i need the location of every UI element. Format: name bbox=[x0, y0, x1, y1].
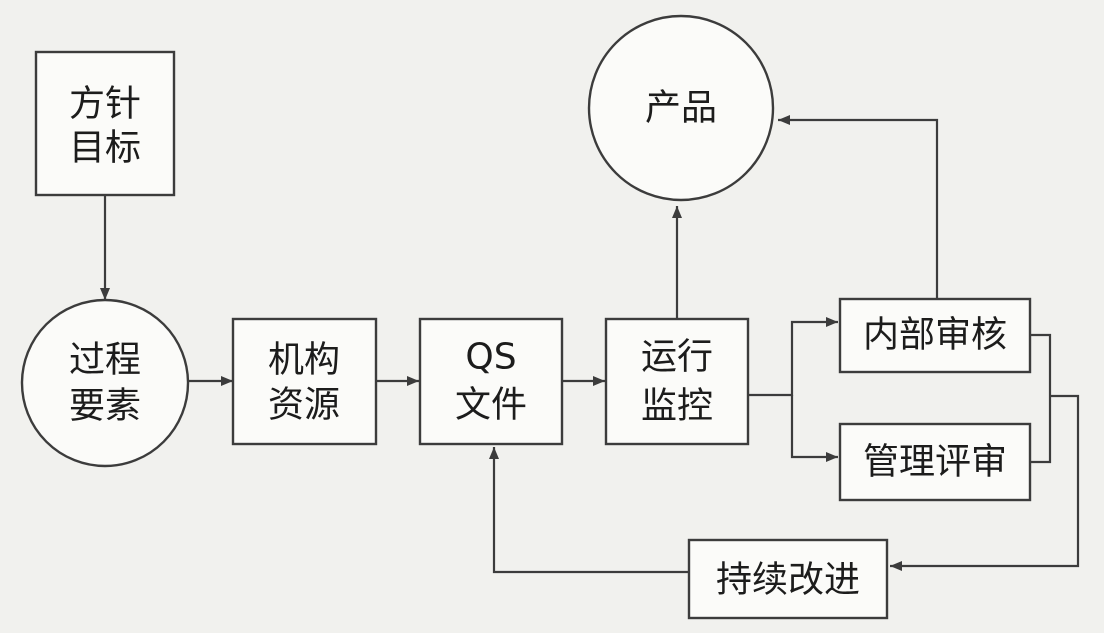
node-process-elements: 过程 要素 bbox=[20, 298, 190, 468]
node-label-line: 内部审核 bbox=[863, 315, 1007, 356]
node-label-line: 运行 bbox=[641, 337, 713, 378]
node-label-line: 目标 bbox=[69, 128, 141, 169]
node-label-line: 资源 bbox=[268, 385, 340, 426]
node-internal-audit: 内部审核 bbox=[838, 297, 1032, 374]
edge-product-audit-link bbox=[778, 115, 942, 310]
node-policy-objectives: 方针 目标 bbox=[34, 50, 176, 197]
node-operation-monitoring: 运行 监控 bbox=[604, 317, 750, 446]
node-label-line: 监控 bbox=[641, 386, 713, 427]
node-label-line: 产品 bbox=[645, 88, 717, 129]
node-qs-documents: QS 文件 bbox=[418, 317, 564, 446]
edge-audit-review-to-improvement bbox=[890, 333, 1080, 566]
node-continual-improvement: 持续改进 bbox=[687, 538, 889, 620]
node-label-line: 机构 bbox=[268, 340, 340, 381]
node-label-line: 方针 bbox=[69, 84, 141, 125]
edges bbox=[100, 115, 1080, 574]
edge-operation-to-review bbox=[790, 395, 838, 462]
node-label-line: 要素 bbox=[69, 386, 141, 427]
node-label-line: 过程 bbox=[69, 340, 141, 381]
node-org-resources: 机构 资源 bbox=[231, 317, 378, 446]
edge-operation-to-audit bbox=[748, 317, 838, 397]
node-label-line: 持续改进 bbox=[716, 560, 860, 601]
edge-improvement-to-qs bbox=[489, 447, 688, 574]
node-label-line: 管理评审 bbox=[863, 442, 1007, 483]
node-label-line: QS bbox=[465, 337, 516, 378]
node-label-line: 文件 bbox=[455, 385, 527, 426]
node-management-review: 管理评审 bbox=[838, 422, 1032, 502]
node-product: 产品 bbox=[587, 14, 775, 202]
